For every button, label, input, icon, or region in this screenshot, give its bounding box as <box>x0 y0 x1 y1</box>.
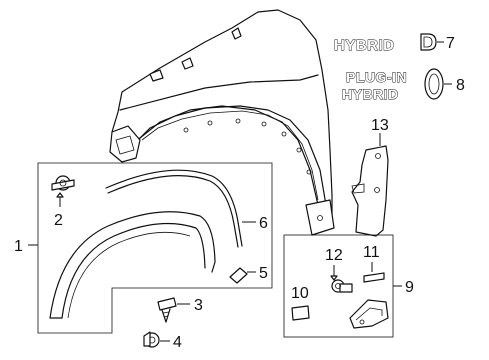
tape-10 <box>291 305 310 321</box>
callout-12: 12 <box>325 247 343 264</box>
hybrid-emblem-text: HYBRID <box>334 37 395 54</box>
callout-2: 2 <box>54 212 63 229</box>
fender-panel <box>109 9 335 236</box>
callout-8: 8 <box>456 77 465 94</box>
clip-4 <box>143 331 160 348</box>
plugin-emblem-line1: PLUG-IN <box>346 69 407 85</box>
callout-11: 11 <box>363 244 380 261</box>
callout-9: 9 <box>405 279 414 296</box>
callout-7: 7 <box>446 35 455 52</box>
callout-10: 10 <box>291 285 309 302</box>
clip-12 <box>331 279 353 293</box>
bracket-9 <box>349 299 389 329</box>
pad-5 <box>229 267 248 284</box>
hybrid-emblem: HYBRID <box>334 33 437 54</box>
moulding-strip-6 <box>105 169 243 248</box>
mud-guard <box>351 145 389 237</box>
plugin-emblem-line2: HYBRID <box>342 86 399 102</box>
wheel-arch-moulding <box>49 211 216 319</box>
clip-2 <box>51 175 75 191</box>
callout-3: 3 <box>194 297 203 314</box>
plugin-hybrid-emblem: PLUG-IN HYBRID <box>342 68 444 102</box>
tape-11 <box>363 272 385 283</box>
callout-6: 6 <box>259 215 268 232</box>
callout-1: 1 <box>14 238 23 255</box>
callout-5: 5 <box>259 265 268 282</box>
callout-13: 13 <box>371 117 389 134</box>
group-frame-1 <box>37 162 273 334</box>
callout-4: 4 <box>173 334 182 351</box>
screw-3 <box>157 297 177 323</box>
